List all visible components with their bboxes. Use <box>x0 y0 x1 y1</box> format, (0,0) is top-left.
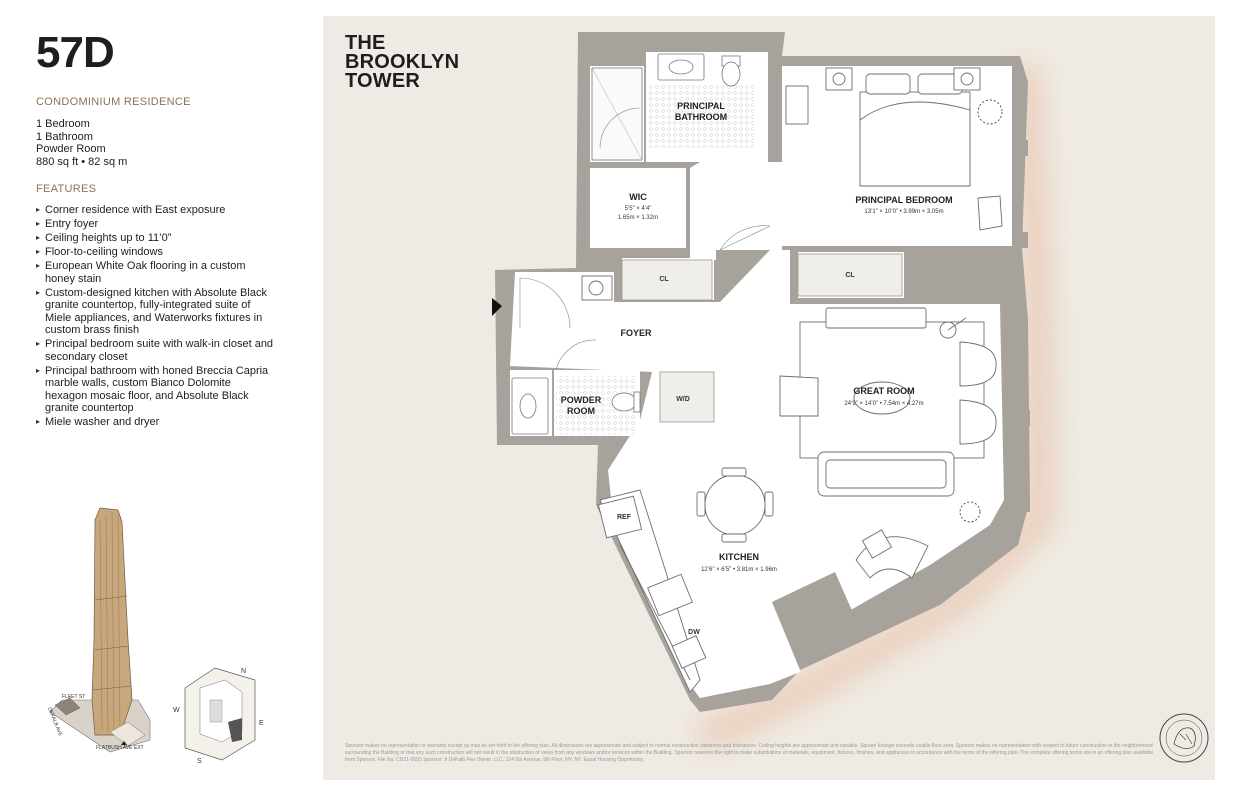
tower-and-keyplan: FLEET ST FLATBUSH AVE EXT DEKALB AVE N E… <box>46 507 264 765</box>
label-closet-1: CL <box>659 276 669 283</box>
feature-item: Principal bathroom with honed Breccia Ca… <box>36 365 276 415</box>
kitchen-furniture <box>597 467 929 693</box>
feature-item: Principal bedroom suite with walk-in clo… <box>36 338 276 363</box>
entry-arrow-icon <box>492 298 502 316</box>
label-dishwasher: DW <box>688 629 700 636</box>
keyplan-compass: N E S W <box>173 667 264 765</box>
washer-dryer-closet <box>659 371 715 423</box>
brand-line: BROOKLYN <box>345 51 460 73</box>
label-wic: WIC <box>629 192 647 202</box>
feature-item: Custom-designed kitchen with Absolute Bl… <box>36 287 276 337</box>
summary-area: 880 sq ft • 82 sq m <box>36 155 128 168</box>
floor-plan: PRINCIPAL BATHROOM PRINCIPAL BEDROOM 13’… <box>492 32 1209 763</box>
compass-south: S <box>197 758 202 765</box>
bath-fixtures <box>511 53 741 435</box>
label-powder-room: ROOM <box>567 406 595 416</box>
street-label-fleet: FLEET ST <box>62 694 85 700</box>
brand-line: THE <box>345 32 386 54</box>
unit-number: 57D <box>36 28 115 77</box>
sponsor-seal <box>1159 713 1209 763</box>
closet-1 <box>621 259 713 301</box>
brand-logo: THE BROOKLYN TOWER <box>345 32 460 92</box>
foyer-furniture <box>519 107 771 371</box>
bedroom-furniture <box>785 67 1003 231</box>
dims-wic-m: 1.65m × 1.32m <box>618 215 658 221</box>
label-great-room: GREAT ROOM <box>853 386 914 396</box>
legal-disclaimer: Sponsor makes no representation or warra… <box>345 743 1154 763</box>
brand-line: TOWER <box>345 70 421 92</box>
feature-item: Ceiling heights up to 11’0” <box>36 232 276 245</box>
label-principal-bathroom: BATHROOM <box>675 112 727 122</box>
unit-type-label: CONDOMINIUM RESIDENCE <box>36 96 191 108</box>
floor-plan-panel: THE BROOKLYN TOWER <box>323 16 1215 780</box>
label-washer-dryer: W/D <box>676 396 690 403</box>
label-principal-bedroom: PRINCIPAL BEDROOM <box>855 195 952 205</box>
label-closet-2: CL <box>845 272 855 279</box>
keyplan-highlight <box>228 718 242 742</box>
feature-item: Miele washer and dryer <box>36 416 276 429</box>
feature-item: Corner residence with East exposure <box>36 204 276 217</box>
bath-mosaic-floor <box>648 84 754 148</box>
kitchen-island <box>772 572 865 670</box>
label-foyer: FOYER <box>620 328 652 338</box>
compass-north: N <box>241 668 246 675</box>
dims-principal-bedroom: 13’1” × 10’0” • 3.99m × 3.05m <box>864 209 943 215</box>
main-entrance-icon <box>121 741 127 745</box>
unit-summary: 1 Bedroom 1 Bathroom Powder Room 880 sq … <box>36 118 127 168</box>
dims-wic-ft: 5’5” × 4’4” <box>625 206 652 212</box>
summary-bedrooms: 1 Bedroom <box>36 118 90 130</box>
window-glow <box>693 64 1056 754</box>
dims-great-room: 24’9” × 14’0” • 7.54m × 4.27m <box>844 401 923 407</box>
label-refrigerator: REF <box>617 514 632 521</box>
features-list: Corner residence with East exposure Entr… <box>36 204 276 430</box>
street-label-flatbush: FLATBUSH AVE EXT <box>96 745 144 751</box>
label-powder-room: POWDER <box>561 395 602 405</box>
feature-item: European White Oak flooring in a custom … <box>36 260 276 285</box>
compass-east: E <box>259 720 264 727</box>
features-label: FEATURES <box>36 183 97 195</box>
compass-west: W <box>173 707 180 714</box>
dims-kitchen: 12’6” × 6’5” • 3.81m × 1.96m <box>701 567 777 573</box>
tower-rendering: FLEET ST FLATBUSH AVE EXT DEKALB AVE <box>46 507 151 753</box>
great-room-furniture <box>779 307 997 523</box>
summary-bathrooms: 1 Bathroom <box>36 130 93 143</box>
label-kitchen: KITCHEN <box>719 552 759 562</box>
closet-2 <box>797 253 903 297</box>
label-principal-bathroom: PRINCIPAL <box>677 101 725 111</box>
summary-powder-room: Powder Room <box>36 143 106 155</box>
unit-info-panel: 57D CONDOMINIUM RESIDENCE 1 Bedroom 1 Ba… <box>0 0 310 800</box>
feature-item: Entry foyer <box>36 218 276 231</box>
feature-item: Floor-to-ceiling windows <box>36 246 276 259</box>
window-mullions <box>888 140 1030 619</box>
